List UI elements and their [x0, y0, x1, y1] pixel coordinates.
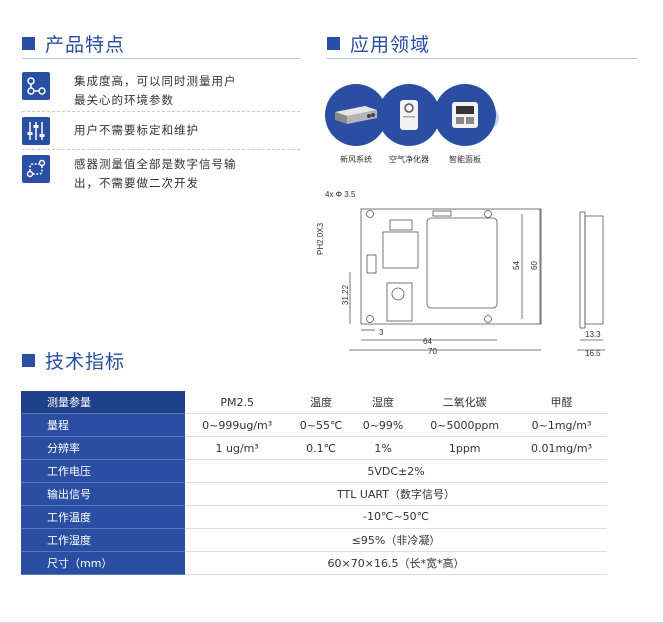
feature-item: 用户不需要标定和维护: [22, 117, 199, 145]
heading-square-icon: [327, 37, 340, 50]
feature-text: 用户不需要标定和维护: [74, 121, 199, 140]
table-cell: 0~5000ppm: [413, 413, 517, 438]
table-header-row: 测量参量 PM2.5 温度 湿度 二氧化碳 甲醛: [21, 391, 607, 415]
table-cell: 0~999ug/m³: [185, 413, 290, 438]
table-row: 分辨率 1 ug/m³ 0.1℃ 1% 1ppm 0.01mg/m³: [21, 436, 607, 461]
table-cell: 0~99%: [352, 413, 414, 438]
features-underline: [22, 58, 300, 59]
table-cell: 工作电压: [21, 459, 185, 484]
table-cell: 0.01mg/m³: [516, 436, 607, 461]
features-title: 产品特点: [45, 34, 126, 56]
air-purifier-icon: [378, 84, 440, 146]
table-cell: -10℃~50℃: [185, 505, 607, 529]
feature-line: 集成度高，可以同时测量用户: [74, 74, 237, 88]
table-cell: 尺寸（mm）: [21, 551, 185, 575]
table-cell: 5VDC±2%: [185, 459, 607, 484]
feature-text: 集成度高，可以同时测量用户 最关心的环境参数: [74, 72, 237, 110]
specs-title: 技术指标: [45, 351, 126, 373]
table-cell: 工作温度: [21, 505, 185, 529]
sliders-icon: [22, 117, 50, 145]
feature-item: 集成度高，可以同时测量用户 最关心的环境参数: [22, 72, 237, 110]
table-header-cell: 甲醛: [516, 391, 607, 415]
table-row: 输出信号 TTL UART（数字信号）: [21, 482, 607, 506]
heading-square-icon: [22, 37, 35, 50]
feature-item: 感器测量值全部是数字信号输 出，不需要做二次开发: [22, 155, 237, 193]
table-row: 量程 0~999ug/m³ 0~55℃ 0~99% 0~5000ppm 0~1m…: [21, 413, 607, 438]
dim-54: 54: [512, 261, 521, 270]
feature-line: 最关心的环境参数: [74, 93, 174, 107]
dim-3: 3: [379, 328, 384, 337]
applications-underline: [327, 58, 637, 59]
dim-13-3: 13.3: [585, 330, 601, 339]
applications-title: 应用领域: [350, 34, 431, 56]
feature-line: 出，不需要做二次开发: [74, 176, 199, 190]
table-cell: 量程: [21, 413, 185, 438]
specs-table: 测量参量 PM2.5 温度 湿度 二氧化碳 甲醛 量程 0~999ug/m³ 0…: [21, 391, 607, 575]
table-header-cell: 测量参量: [21, 391, 185, 415]
table-cell: 0.1℃: [289, 436, 353, 461]
features-heading: 产品特点: [22, 30, 125, 57]
table-cell: TTL UART（数字信号）: [185, 482, 607, 506]
table-cell: ≤95%（非冷凝）: [185, 528, 607, 552]
smart-panel-icon: [434, 84, 496, 146]
feature-line: 用户不需要标定和维护: [74, 123, 199, 137]
divider: [22, 149, 300, 150]
table-header-cell: 温度: [289, 391, 353, 415]
applications-heading: 应用领域: [327, 30, 430, 57]
network-icon: [22, 72, 50, 100]
dim-16-5: 16.5: [585, 349, 601, 358]
table-cell: 1%: [352, 436, 414, 461]
table-header-cell: PM2.5: [185, 391, 290, 415]
table-cell: 分辨率: [21, 436, 185, 461]
dim-31-22: 31.22: [341, 284, 350, 305]
dimension-drawing: 4x Φ 3.5 PH2.0X3 31.22 54 60 3 64 70 13.…: [316, 190, 605, 358]
table-cell: 0~1mg/m³: [516, 413, 607, 438]
table-header-cell: 二氧化碳: [413, 391, 517, 415]
app-label: 智能面板: [449, 155, 481, 164]
table-row: 尺寸（mm） 60×70×16.5（长*宽*高）: [21, 551, 607, 575]
table-row: 工作电压 5VDC±2%: [21, 459, 607, 484]
table-row: 工作湿度 ≤95%（非冷凝）: [21, 528, 607, 552]
app-item-purifier: 空气净化器: [369, 84, 449, 165]
heading-square-icon: [22, 354, 35, 367]
app-label: 新风系统: [340, 155, 372, 164]
table-cell: 1ppm: [413, 436, 517, 461]
hole-label: 4x Φ 3.5: [325, 190, 356, 199]
app-item-ventilation: 新风系统: [316, 84, 396, 165]
feature-line: 感器测量值全部是数字信号输: [74, 157, 237, 171]
app-label: 空气净化器: [389, 155, 429, 164]
dim-60: 60: [530, 261, 539, 270]
table-cell: 工作湿度: [21, 528, 185, 552]
table-row: 工作温度 -10℃~50℃: [21, 505, 607, 529]
table-cell: 1 ug/m³: [185, 436, 290, 461]
dim-70: 70: [428, 347, 437, 356]
table-cell: 0~55℃: [289, 413, 353, 438]
app-item-panel: 智能面板: [425, 84, 505, 165]
specs-heading: 技术指标: [22, 347, 125, 374]
divider: [22, 111, 300, 112]
table-cell: 60×70×16.5（长*宽*高）: [185, 551, 607, 575]
feature-text: 感器测量值全部是数字信号输 出，不需要做二次开发: [74, 155, 237, 193]
ventilator-icon: [325, 84, 387, 146]
dim-64: 64: [423, 337, 432, 346]
table-cell: 输出信号: [21, 482, 185, 506]
connector-label: PH2.0X3: [316, 222, 325, 255]
flow-icon: [22, 155, 50, 183]
table-header-cell: 湿度: [352, 391, 414, 415]
